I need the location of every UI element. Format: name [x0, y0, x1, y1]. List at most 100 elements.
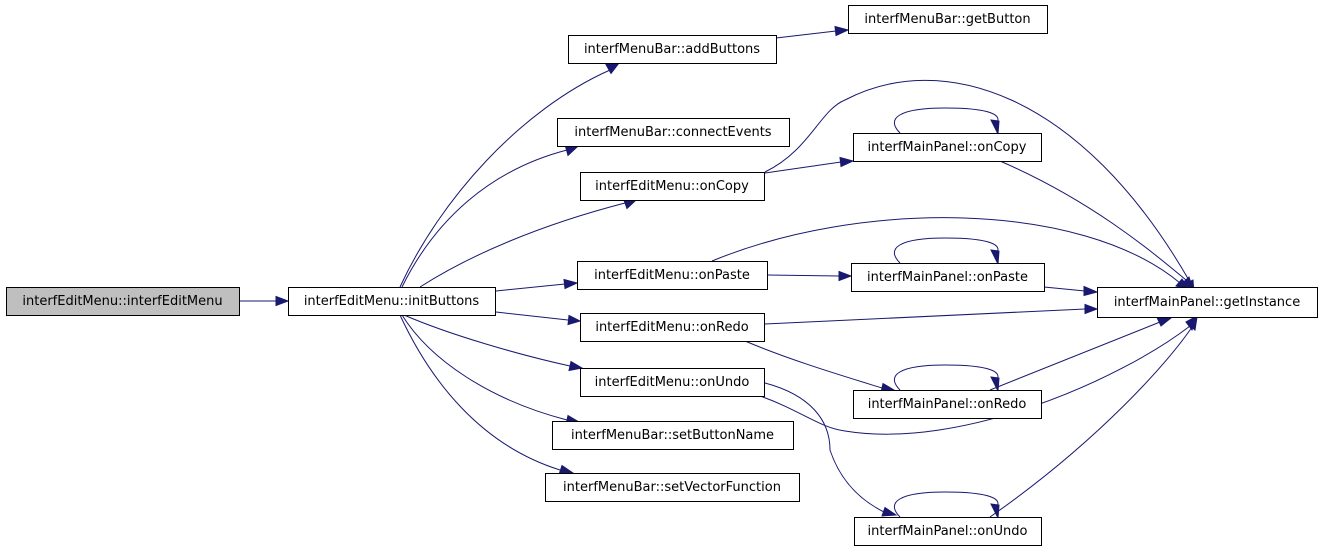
- node-label: interfMainPanel::onPaste: [867, 270, 1028, 285]
- edge-mpOnPaste-to-getInstance: [1043, 285, 1099, 297]
- node-mpOnUndo[interactable]: interfMainPanel::onUndo: [854, 517, 1042, 546]
- node-box[interactable]: [552, 421, 794, 450]
- edge-line: [766, 274, 840, 277]
- edge-line: [759, 325, 1191, 435]
- edge-initButtons-to-emOnRedo: [495, 311, 582, 326]
- edge-arrowhead: [1084, 303, 1099, 315]
- node-getInstance[interactable]: interfMainPanel::getInstance: [1097, 287, 1318, 318]
- edge-line: [1043, 286, 1086, 292]
- node-label: interfEditMenu::interfEditMenu: [22, 294, 222, 309]
- node-box[interactable]: [853, 390, 1042, 419]
- edge-line: [744, 340, 883, 389]
- node-label: interfMenuBar::addButtons: [584, 42, 760, 57]
- edge-line: [764, 161, 842, 174]
- edge-arrowhead: [838, 270, 853, 282]
- edge-arrowhead: [834, 25, 850, 37]
- node-emOnPaste[interactable]: interfEditMenu::onPaste: [577, 261, 768, 290]
- node-emOnRedo[interactable]: interfEditMenu::onRedo: [580, 313, 765, 342]
- edge-arrowhead: [568, 360, 584, 372]
- node-ctor[interactable]: interfEditMenu::interfEditMenu: [6, 287, 240, 316]
- edge-arrowhead: [839, 156, 855, 168]
- edge-line: [764, 79, 1191, 283]
- edge-arrowhead: [275, 295, 290, 307]
- node-label: interfEditMenu::onRedo: [595, 320, 748, 335]
- edge-emOnPaste-to-mpOnPaste: [766, 270, 853, 282]
- node-box[interactable]: [288, 287, 496, 316]
- edge-initButtons-to-connectEvents: [401, 143, 579, 288]
- node-initButtons[interactable]: interfEditMenu::initButtons: [288, 287, 496, 316]
- edge-line: [399, 314, 561, 471]
- edge-arrowhead: [881, 506, 898, 517]
- edge-line: [399, 69, 611, 288]
- edge-initButtons-to-emOnPaste: [495, 278, 579, 292]
- node-box[interactable]: [577, 261, 768, 290]
- node-label: interfMenuBar::setButtonName: [571, 428, 774, 443]
- edge-emOnUndo-to-mpOnUndo: [764, 382, 898, 517]
- node-box[interactable]: [545, 473, 800, 502]
- edge-line: [775, 30, 837, 39]
- edge-line: [403, 314, 571, 367]
- edge-arrowhead: [605, 62, 621, 75]
- node-label: interfMainPanel::onCopy: [868, 140, 1027, 155]
- edge-arrowhead: [990, 119, 1000, 136]
- edge-line: [894, 364, 999, 391]
- node-mpOnCopy[interactable]: interfMainPanel::onCopy: [853, 133, 1042, 162]
- edge-initButtons-to-setButtonName: [401, 314, 581, 426]
- node-connectEvents[interactable]: interfMenuBar::connectEvents: [557, 118, 790, 147]
- edge-mpOnUndo-to-mpOnUndo: [894, 491, 1000, 520]
- node-emOnUndo[interactable]: interfEditMenu::onUndo: [580, 368, 765, 397]
- edge-initButtons-to-setVectorFunction: [399, 314, 575, 476]
- node-label: interfMenuBar::setVectorFunction: [563, 480, 781, 495]
- edge-line: [894, 107, 999, 134]
- edge-emOnRedo-to-getInstance: [764, 303, 1099, 325]
- node-box[interactable]: [1097, 287, 1318, 318]
- edge-arrowhead: [567, 314, 582, 326]
- node-box[interactable]: [568, 35, 777, 64]
- node-addButtons[interactable]: interfMenuBar::addButtons: [568, 35, 777, 64]
- node-mpOnRedo[interactable]: interfMainPanel::onRedo: [853, 390, 1042, 419]
- node-label: interfEditMenu::onCopy: [595, 179, 749, 194]
- edge-initButtons-to-emOnUndo: [403, 314, 584, 372]
- node-mpOnPaste[interactable]: interfMainPanel::onPaste: [851, 263, 1045, 292]
- edge-line: [894, 237, 999, 264]
- edge-arrowhead: [990, 249, 1000, 266]
- edge-emOnCopy-to-mpOnCopy: [764, 156, 855, 174]
- edge-arrowhead: [563, 278, 579, 290]
- node-box[interactable]: [848, 5, 1048, 34]
- edge-line: [764, 382, 885, 513]
- edge-mpOnUndo-to-getInstance: [989, 315, 1198, 518]
- node-label: interfEditMenu::initButtons: [304, 294, 480, 309]
- node-emOnCopy[interactable]: interfEditMenu::onCopy: [580, 172, 765, 201]
- node-box[interactable]: [557, 118, 790, 147]
- node-box[interactable]: [854, 517, 1042, 546]
- node-box[interactable]: [853, 133, 1042, 162]
- node-setVectorFunction[interactable]: interfMenuBar::setVectorFunction: [545, 473, 800, 502]
- node-setButtonName[interactable]: interfMenuBar::setButtonName: [552, 421, 794, 450]
- edge-line: [419, 202, 626, 288]
- node-label: interfEditMenu::onPaste: [594, 268, 750, 283]
- node-getButton[interactable]: interfMenuBar::getButton: [848, 5, 1048, 34]
- edge-line: [989, 321, 1161, 391]
- node-box[interactable]: [580, 313, 765, 342]
- edge-ctor-to-initButtons: [240, 295, 290, 307]
- edge-emOnRedo-to-mpOnRedo: [744, 340, 896, 394]
- node-box[interactable]: [580, 172, 765, 201]
- edge-line: [764, 308, 1086, 325]
- node-box[interactable]: [6, 287, 240, 316]
- edge-mpOnPaste-to-mpOnPaste: [894, 237, 1000, 266]
- edge-emOnCopy-to-getInstance: [764, 79, 1195, 296]
- edge-arrowhead: [1156, 316, 1173, 327]
- node-box[interactable]: [580, 368, 765, 397]
- edge-line: [495, 283, 566, 292]
- edge-line: [711, 217, 1181, 284]
- node-box[interactable]: [851, 263, 1045, 292]
- edge-line: [894, 491, 999, 518]
- node-label: interfMenuBar::getButton: [864, 12, 1030, 27]
- edge-line: [989, 326, 1193, 518]
- edge-line: [495, 311, 569, 321]
- edge-line: [401, 149, 568, 288]
- edge-mpOnRedo-to-mpOnRedo: [894, 364, 1000, 393]
- node-label: interfMainPanel::onRedo: [868, 397, 1027, 412]
- edge-mpOnCopy-to-mpOnCopy: [894, 107, 1000, 136]
